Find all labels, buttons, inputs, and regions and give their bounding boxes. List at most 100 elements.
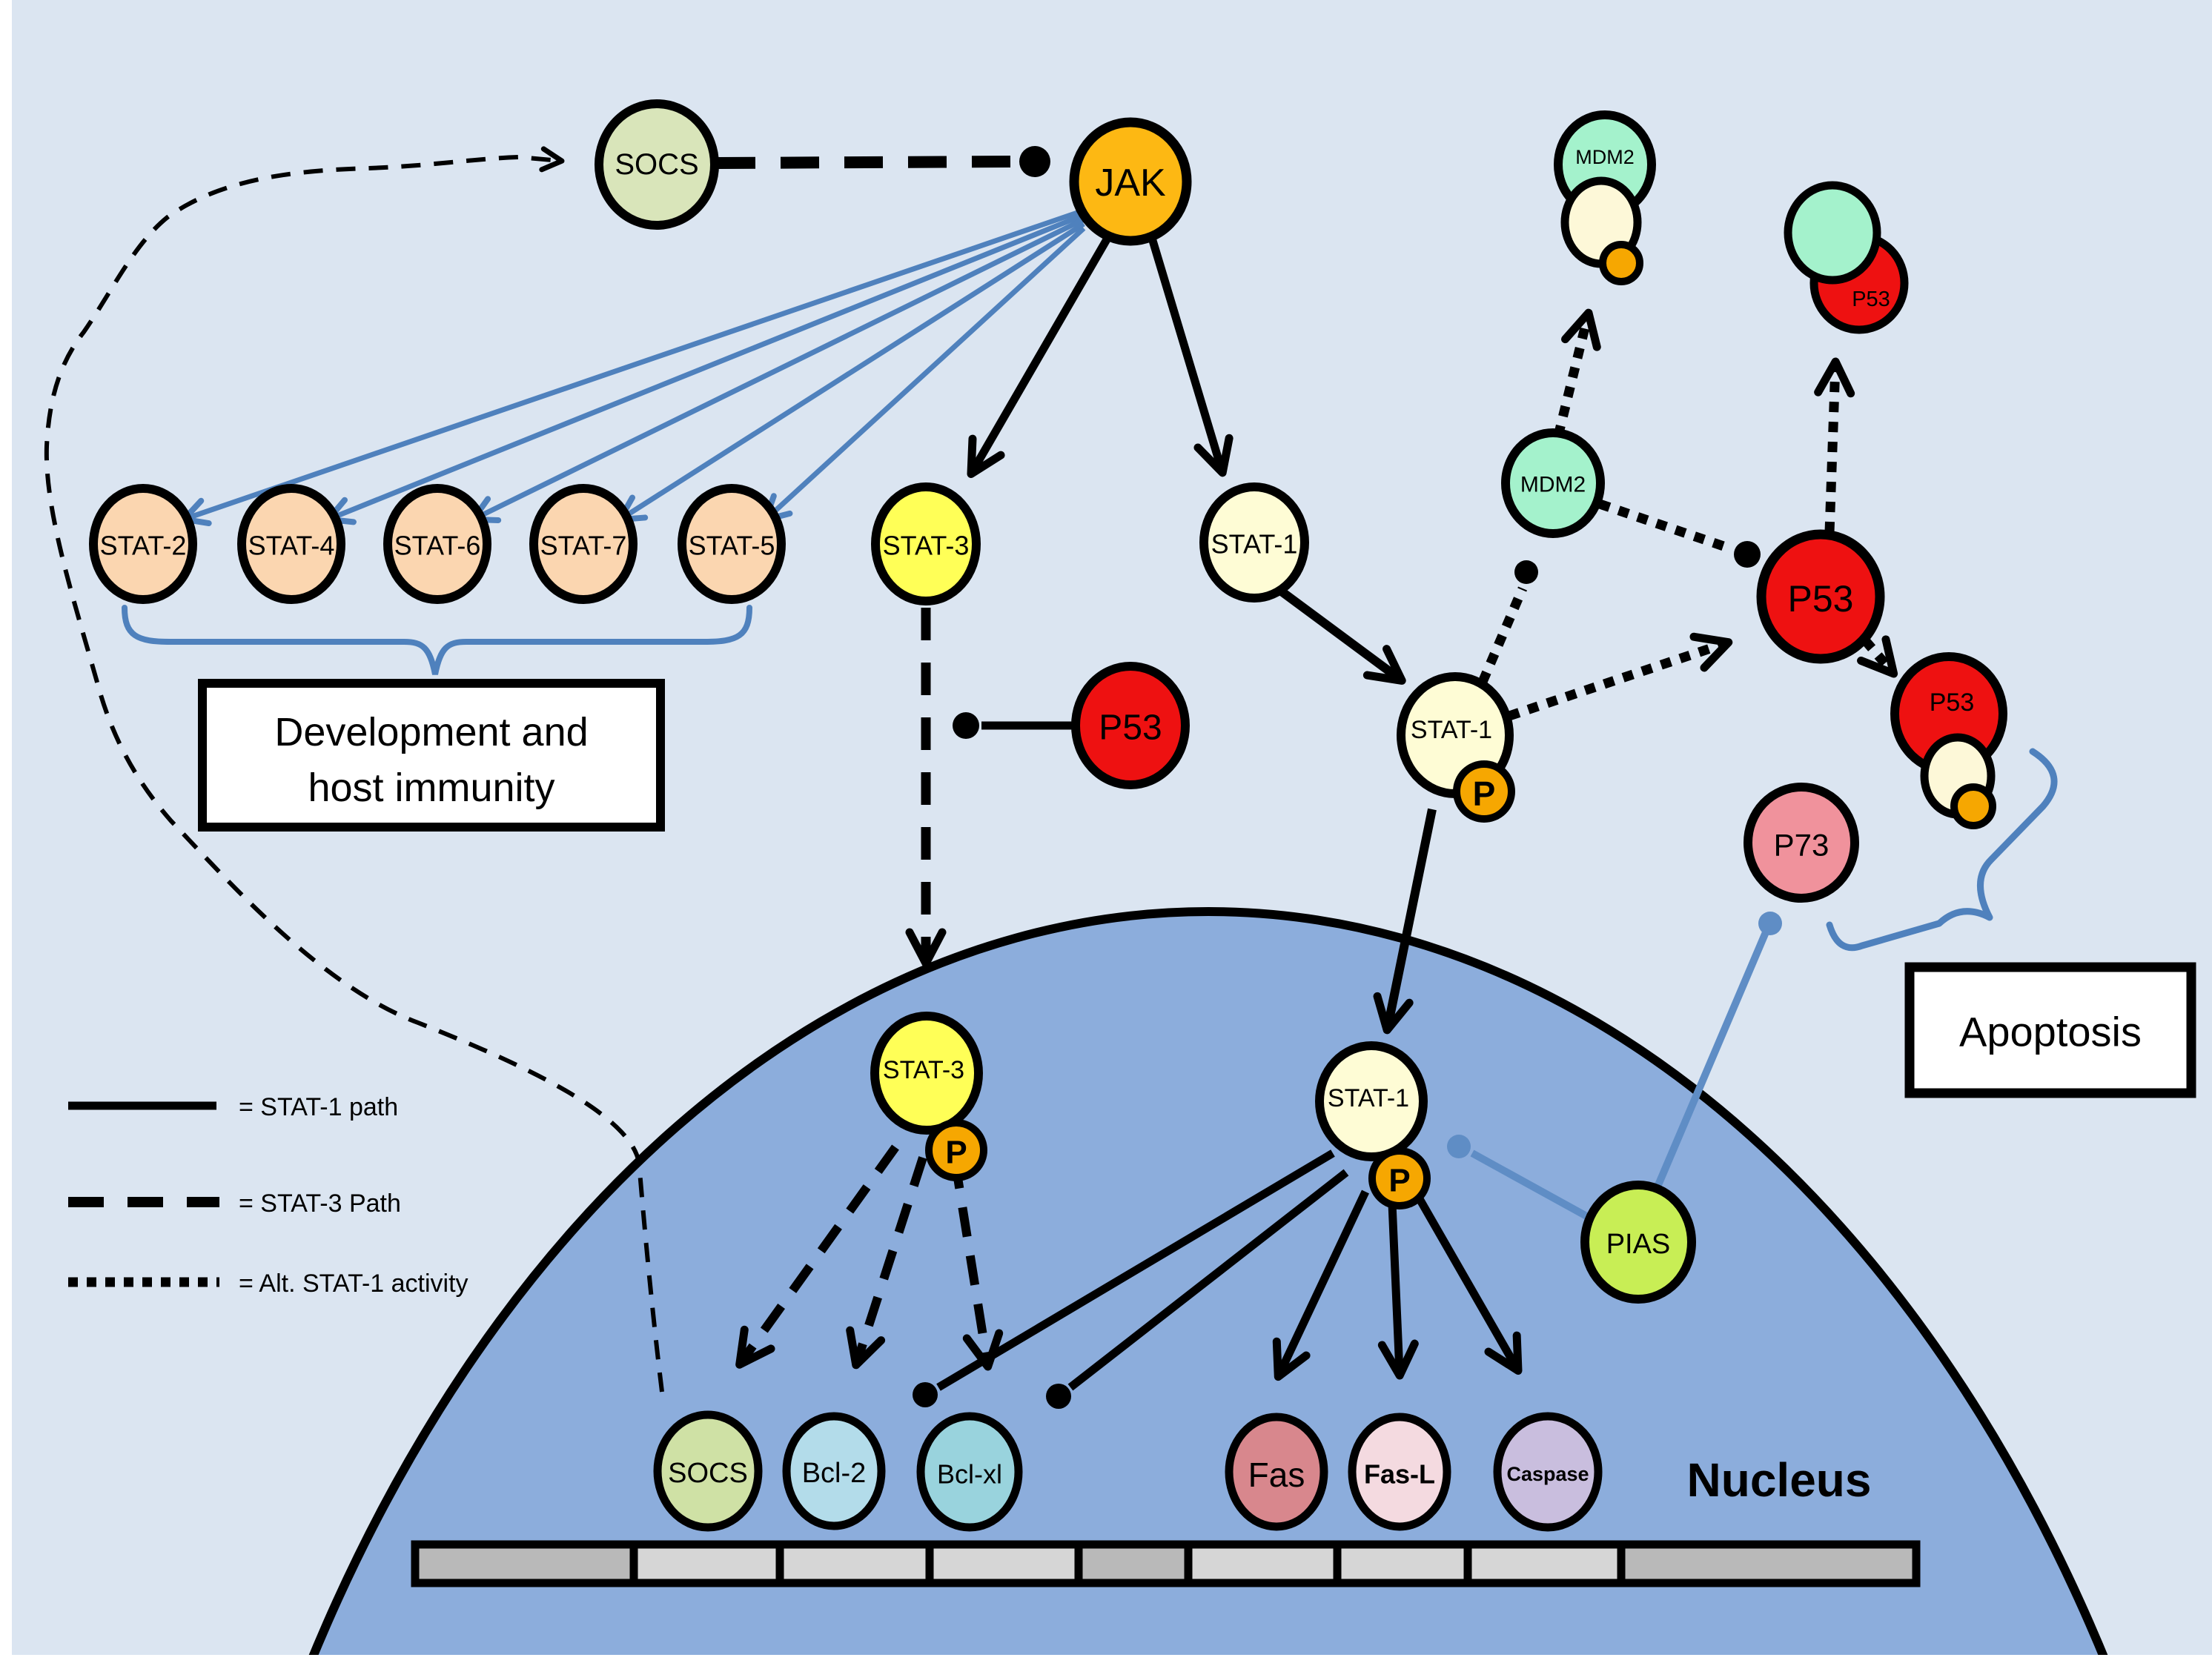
- p73-circle: [1744, 783, 1859, 903]
- node-p53-mid: P53: [1071, 662, 1190, 789]
- stat1p-phosphate-letter: P: [1473, 774, 1496, 813]
- gene-caspase-label: Caspase: [1506, 1463, 1589, 1485]
- node-pias: PIAS: [1580, 1181, 1696, 1304]
- mdm2-label: MDM2: [1520, 473, 1586, 497]
- gene-fasl-circle: [1348, 1413, 1451, 1531]
- dna-segment-2: [629, 1540, 784, 1587]
- pias-label: PIAS: [1606, 1229, 1671, 1260]
- stat1-label: STAT-1: [1211, 529, 1298, 560]
- arrow-jak-stat3-main: [967, 233, 1113, 478]
- node-stat5: STAT-5: [678, 484, 786, 604]
- node-stat1-nuclear: STAT-1 P: [1315, 1041, 1431, 1209]
- development-box-line2: host immunity: [308, 766, 554, 810]
- socs-inhibits-jak-line: [716, 156, 1013, 169]
- nucleus-label: Nucleus: [1687, 1453, 1872, 1507]
- pias-inhibits-p73-line: [1652, 931, 1769, 1192]
- stat6-label: STAT-6: [394, 531, 481, 561]
- p53-mdm2-mint-circle: [1784, 181, 1881, 285]
- development-box-line1: Development and: [274, 710, 588, 754]
- dotted-p53-up-arrow: [1814, 357, 1855, 533]
- p73-label: P73: [1774, 828, 1829, 863]
- dna-segment-6: [1184, 1540, 1342, 1587]
- stat1-nuclear-circle: [1315, 1041, 1428, 1161]
- node-gene-fasl: Fas-L: [1348, 1413, 1451, 1531]
- stat1p-blocks-bcl2-dot: [913, 1382, 938, 1407]
- stat1p-blocks-bclxl-dot: [1046, 1384, 1071, 1409]
- stat5-circle: [678, 484, 786, 604]
- stat2-label: STAT-2: [100, 531, 187, 561]
- node-stat4: STAT-4: [237, 484, 345, 604]
- stat7-circle: [529, 484, 638, 604]
- stat1p-label: STAT-1: [1411, 716, 1492, 744]
- stat1-nuclear-label: STAT-1: [1328, 1084, 1409, 1112]
- gene-fasl-label: Fas-L: [1364, 1459, 1435, 1490]
- arrow-stat1p-into-nucleus: [1373, 808, 1437, 1035]
- stat3-nuclear-circle: [870, 1012, 983, 1135]
- apoptosis-box: Apoptosis: [1904, 962, 2196, 1098]
- dotted-mdm2-p53: [1597, 499, 1732, 554]
- mdm2-circle: [1501, 428, 1605, 538]
- node-p53-mdm2-complex: P53: [1784, 181, 1909, 334]
- jak-circle: [1069, 117, 1192, 246]
- stat3-label: STAT-3: [883, 531, 970, 561]
- stat1p-blocks-bcl2-line: [936, 1149, 1335, 1391]
- dna-bar: [411, 1540, 1921, 1587]
- mdm2-complex-phosphate: [1599, 241, 1643, 285]
- p53-apoptosis-label: P53: [1930, 688, 1975, 717]
- arrow-stat1p-caspase: [1415, 1195, 1523, 1375]
- node-stat1: STAT-1: [1199, 482, 1309, 603]
- stat1-circle: [1199, 482, 1309, 603]
- mdm2-inhibits-p53-dot: [1734, 541, 1761, 568]
- legend-solid-label: = STAT-1 path: [239, 1093, 398, 1121]
- stat1p-inhibits-mdm2-dot: [1514, 560, 1538, 584]
- stat2-circle: [89, 484, 197, 604]
- node-gene-caspase: Caspase: [1493, 1412, 1603, 1532]
- apoptosis-box-label: Apoptosis: [1959, 1009, 2142, 1055]
- dotted-stat1p-p53-arrow: [1507, 632, 1733, 721]
- stat3-circle: [871, 482, 981, 605]
- jak-label: JAK: [1095, 162, 1166, 205]
- apoptosis-box-frame: [1904, 962, 2196, 1098]
- dna-segment-8: [1463, 1540, 1626, 1587]
- node-p53-right: P53: [1756, 529, 1885, 664]
- socs-inhibits-jak-dot: [1019, 146, 1050, 177]
- socs-top-circle: [595, 99, 719, 230]
- apoptosis-brace: [1826, 748, 2058, 952]
- dotted-p53-apoptosis-arrow: [1857, 635, 1898, 678]
- gene-bcl2-circle: [782, 1412, 886, 1530]
- legend-dashed-label: = STAT-3 Path: [239, 1189, 401, 1218]
- stat-row: STAT-2 STAT-4 STAT-6 STAT-7 STAT-5: [89, 484, 786, 604]
- dna-segment-7: [1333, 1540, 1472, 1587]
- stat1p-phosphate-badge: [1453, 760, 1515, 823]
- dna-segment-9: [1617, 1540, 1921, 1587]
- gene-bclxl-label: Bcl-xl: [937, 1459, 1002, 1490]
- pias-circle: [1580, 1181, 1696, 1304]
- node-gene-bcl2: Bcl-2: [782, 1412, 886, 1530]
- arrow-stat1p-fasl: [1377, 1203, 1419, 1380]
- stat7-label: STAT-7: [540, 531, 627, 561]
- stat5-label: STAT-5: [689, 531, 775, 561]
- node-stat6: STAT-6: [383, 484, 491, 604]
- p53-mdm2-label: P53: [1852, 288, 1890, 311]
- stat1-nuclear-phosphate: [1368, 1147, 1431, 1209]
- legend-dotted-label: = Alt. STAT-1 activity: [239, 1270, 468, 1298]
- arrow-jak-stat5: [762, 226, 1086, 523]
- node-stat3-nuclear: STAT-3 P: [870, 1012, 987, 1181]
- node-stat7: STAT-7: [529, 484, 638, 604]
- arrow-stat1-to-stat1p: [1276, 586, 1406, 685]
- alt-stat1-dotted-lines: [1478, 308, 1898, 721]
- dashed-stat3p-bcl2: [846, 1156, 927, 1370]
- stat3-nuclear-phosphate-letter: P: [945, 1135, 967, 1171]
- dashed-stat3p-bclxl: [950, 1158, 1004, 1371]
- stat-row-brace: [122, 605, 752, 675]
- node-stat2: STAT-2: [89, 484, 197, 604]
- gene-socs-label: SOCS: [668, 1458, 748, 1489]
- pias-inhibits-stat1-dot: [1447, 1135, 1471, 1158]
- arrow-jak-stat2: [181, 208, 1085, 527]
- stat3-nuclear-phosphate: [925, 1119, 987, 1181]
- dotted-stat1p-mdm2: [1478, 586, 1527, 684]
- arrow-stat1p-fas: [1272, 1189, 1369, 1381]
- stat4-circle: [237, 484, 345, 604]
- node-p73: P73: [1744, 783, 1859, 903]
